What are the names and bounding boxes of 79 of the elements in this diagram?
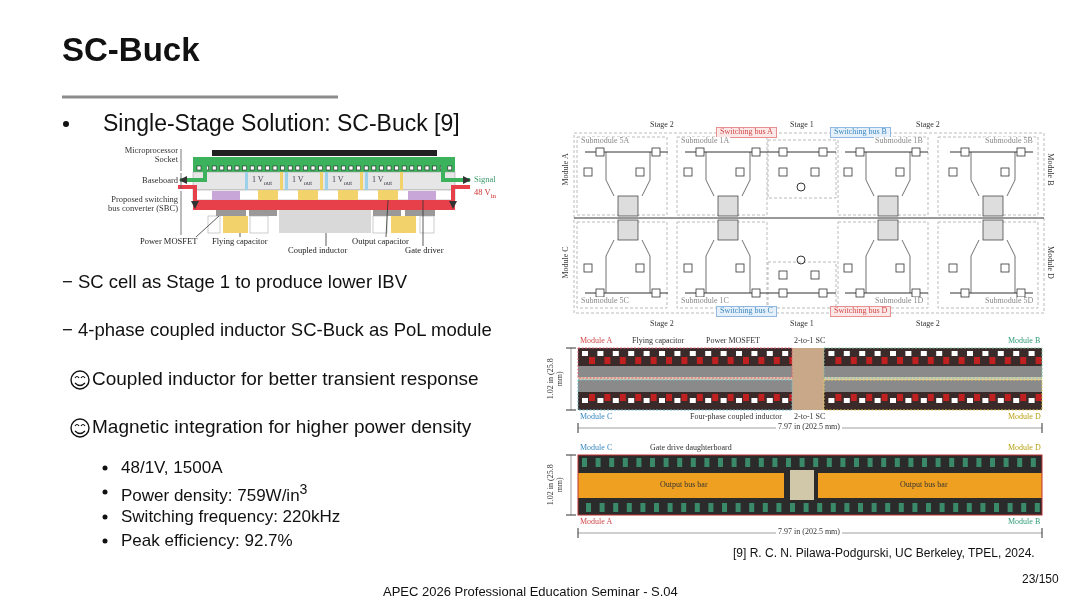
voltage-label: 48 V$_{in}$ — [474, 188, 497, 201]
bus-label: Switching bus C — [716, 306, 777, 317]
bullet-text: Coupled inductor for better transient response — [92, 369, 479, 390]
leader-line — [422, 199, 424, 247]
slide-title: SC-Buck — [62, 32, 200, 69]
footer-text: APEC 2026 Professional Education Seminar - S.04 — [383, 585, 678, 600]
module-label: Module D — [1008, 413, 1041, 422]
dimension-label: 7.97 in (202.5 mm) — [776, 423, 842, 432]
submodule-label: Submodule 1A — [680, 137, 731, 146]
module-label: Module C — [580, 444, 613, 453]
submodule-label: Submodule 1D — [874, 297, 925, 306]
leader-line — [195, 215, 220, 238]
bullet-text: Peak efficiency: 92.7% — [121, 532, 293, 551]
reference-citation: [9] R. C. N. Pilawa-Podgurski, UC Berkeley, TPEL, 2024. — [733, 547, 1035, 561]
bullet-text: Switching frequency: 220kHz — [121, 508, 341, 527]
bullet-text: 48/1V, 1500A — [121, 459, 223, 478]
stage-label: Stage 1 — [790, 121, 814, 130]
bullet-text: Power density: 759W/in$^{3}$ — [121, 482, 308, 506]
leader-line — [239, 232, 241, 238]
part-label: Flying capacitor — [632, 337, 685, 346]
voltage-label: 1 V$_{out}$ — [372, 176, 393, 186]
signal-label: Signal — [474, 175, 496, 185]
stage-label: Stage 2 — [916, 121, 940, 130]
leader-line — [385, 199, 389, 238]
voltage-label: 1 V$_{out}$ — [292, 176, 313, 186]
module-label: Module B — [1008, 518, 1041, 527]
callout-label: Power MOSFET — [140, 237, 198, 247]
submodule-label: Submodule 5A — [580, 137, 631, 146]
module-label: Module A — [561, 152, 571, 188]
submodule-label: Submodule 1B — [874, 137, 924, 146]
output-capacitor — [378, 190, 398, 200]
bullet-text: Single-Stage Solution: SC-Buck [9] — [103, 111, 460, 137]
submodule-label: Submodule 5C — [580, 297, 630, 306]
gate-driver — [408, 191, 436, 200]
module-label: Module B — [1008, 337, 1041, 346]
part-label: Power MOSFET — [706, 337, 760, 346]
leader-line — [325, 232, 327, 247]
page-number: 23/150 — [1022, 573, 1059, 587]
part-label: Output bus bar — [900, 481, 948, 490]
bullet-text: Magnetic integration for higher power density — [92, 417, 472, 438]
voltage-label: 1 V$_{out}$ — [332, 176, 353, 186]
power-mosfet — [216, 210, 246, 216]
bus-label: Switching bus D — [830, 306, 892, 317]
part-label: Four-phase coupled inductor — [690, 413, 782, 422]
stage-label: Stage 2 — [650, 121, 674, 130]
module-label: Module C — [580, 413, 613, 422]
part-label: Output bus bar — [660, 481, 708, 490]
bus-label: Switching bus A — [716, 127, 777, 138]
module-label: Module D — [1045, 245, 1055, 281]
submodule-label: Submodule 1C — [680, 297, 730, 306]
bullet-text: − SC cell as Stage 1 to produce lower IBV — [62, 272, 407, 293]
layer-label: Proposed switching bus converter (SBC) — [107, 195, 178, 214]
callout-label: Gate driver — [405, 246, 444, 256]
callout-label: Flying capacitor — [212, 237, 268, 247]
module-label: Module A — [580, 518, 613, 527]
part-label: 2-to-1 SC — [794, 413, 826, 422]
layer-label: Baseboard — [141, 176, 178, 186]
submodule-label: Submodule 5B — [984, 137, 1034, 146]
callout-label: Coupled inductor — [288, 246, 348, 256]
callout-label: Output capacitor — [352, 237, 409, 247]
bus-label: Switching bus B — [830, 127, 891, 138]
stage-label: Stage 1 — [790, 320, 814, 329]
submodule-label: Submodule 5D — [984, 297, 1035, 306]
dimension-label: 1.02 in (25.8 mm) — [547, 463, 565, 508]
dimension-label: 1.02 in (25.8 mm) — [547, 357, 565, 402]
module-label: Module A — [580, 337, 613, 346]
module-label: Module C — [561, 245, 571, 281]
layer-label: Microprocessor Socket — [123, 146, 178, 165]
module-label: Module B — [1045, 152, 1055, 188]
stage-label: Stage 2 — [650, 320, 674, 329]
module-label: Module D — [1008, 444, 1041, 453]
voltage-label: 1 V$_{out}$ — [252, 176, 273, 186]
coupled-inductor — [279, 210, 371, 233]
flying-capacitor — [223, 216, 248, 233]
dimension-label: 7.97 in (202.5 mm) — [776, 528, 842, 537]
bullet-text: − 4-phase coupled inductor SC-Buck as PoL module — [62, 320, 492, 341]
part-label: 2-to-1 SC — [794, 337, 826, 346]
part-label: Gate drive daughterboard — [650, 444, 732, 453]
stage-label: Stage 2 — [916, 320, 940, 329]
